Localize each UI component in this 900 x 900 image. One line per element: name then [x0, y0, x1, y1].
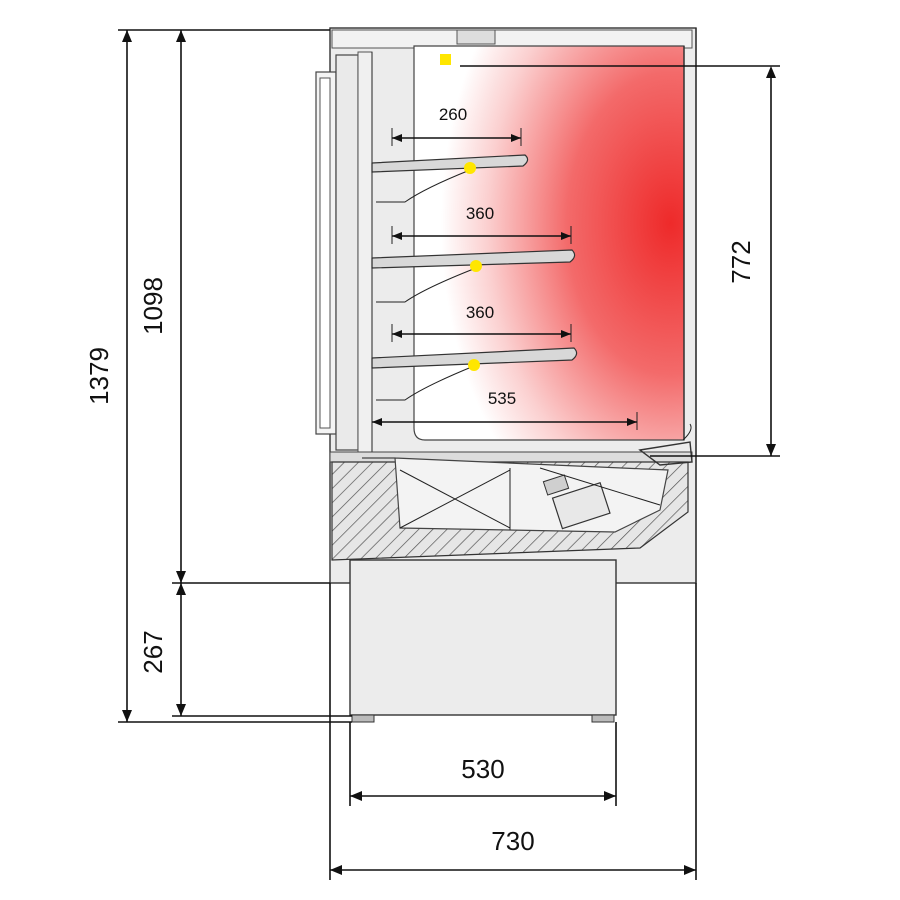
nozzle-hook — [682, 423, 692, 441]
label-total-height: 1379 — [84, 347, 114, 405]
shelf-2 — [371, 249, 576, 303]
shelf-3-bracket — [376, 365, 475, 401]
label-bottom-depth: 535 — [488, 389, 516, 408]
shelf-3 — [371, 347, 578, 401]
label-shelf-3-depth: 360 — [466, 303, 494, 322]
evaporator-section — [329, 423, 693, 561]
front-air-nozzle — [638, 441, 693, 466]
stand-foot-left — [351, 714, 375, 723]
label-cooled-height: 772 — [726, 240, 756, 283]
shelf-1-bracket — [376, 169, 471, 203]
fan-icon — [539, 467, 661, 530]
shelf-2-light-icon — [470, 260, 482, 272]
shelves — [371, 54, 578, 401]
label-base-width: 530 — [461, 754, 504, 784]
shelf-1-plate — [371, 154, 529, 173]
top-light-box — [456, 29, 496, 45]
label-shelf-1-depth: 260 — [439, 105, 467, 124]
label-shelf-2-depth: 360 — [466, 204, 494, 223]
evaporator-cavity — [362, 457, 669, 533]
door-panel — [335, 54, 359, 451]
dimension-labels: 1379 1098 267 772 530 730 260 360 360 53… — [84, 105, 756, 856]
label-base-height: 267 — [138, 630, 168, 673]
shelf-1-light-icon — [464, 162, 476, 174]
top-light-icon — [440, 54, 451, 65]
dim-ticks — [371, 128, 638, 430]
shelf-2-plate — [371, 249, 576, 269]
cavity-cross-2 — [399, 469, 511, 529]
cold-zone-area — [413, 45, 685, 441]
dimension-lines — [118, 29, 780, 880]
door-handle — [319, 77, 331, 429]
base-deck-plate — [329, 451, 693, 463]
label-display-height: 1098 — [138, 277, 168, 335]
stand-foot-right — [591, 714, 615, 723]
inner-back-wall — [357, 51, 373, 453]
label-total-width: 730 — [491, 826, 534, 856]
shelf-1 — [371, 154, 529, 203]
shelf-2-bracket — [376, 267, 477, 303]
shelf-3-plate — [371, 347, 578, 369]
cabinet-top-rail — [331, 29, 693, 49]
cold-zone — [371, 28, 697, 583]
shelf-3-light-icon — [468, 359, 480, 371]
stand-body — [349, 559, 617, 716]
arrowheads — [122, 30, 776, 875]
stand — [349, 559, 617, 723]
